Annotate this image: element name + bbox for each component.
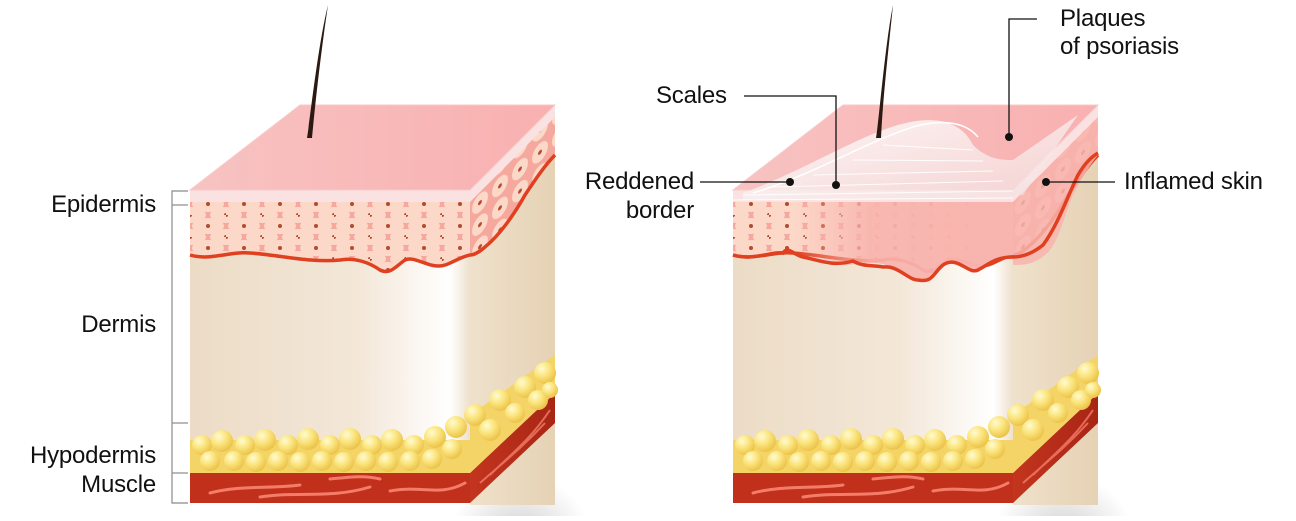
hair-icon	[876, 5, 893, 138]
psoriasis-skin-panel	[731, 5, 1135, 521]
label-reddened-line1: Reddened	[584, 168, 694, 195]
callout-dots	[786, 133, 1050, 189]
label-plaques-line1: Plaques	[1060, 5, 1146, 32]
layer-bracket	[171, 190, 188, 504]
label-inflamed-skin: Inflamed skin	[1124, 168, 1263, 195]
label-dermis: Dermis	[81, 311, 156, 338]
label-scales: Scales	[656, 82, 727, 109]
label-reddened-line2: border	[625, 197, 694, 224]
label-muscle: Muscle	[81, 471, 156, 498]
label-hypodermis: Hypodermis	[29, 442, 156, 469]
hair-icon	[307, 5, 328, 138]
label-plaques-line2: of psoriasis	[1060, 33, 1179, 60]
normal-skin-panel	[188, 5, 592, 521]
callout-leaders	[700, 18, 1115, 185]
psoriasis-plaque	[743, 115, 1078, 201]
label-epidermis: Epidermis	[51, 191, 156, 218]
